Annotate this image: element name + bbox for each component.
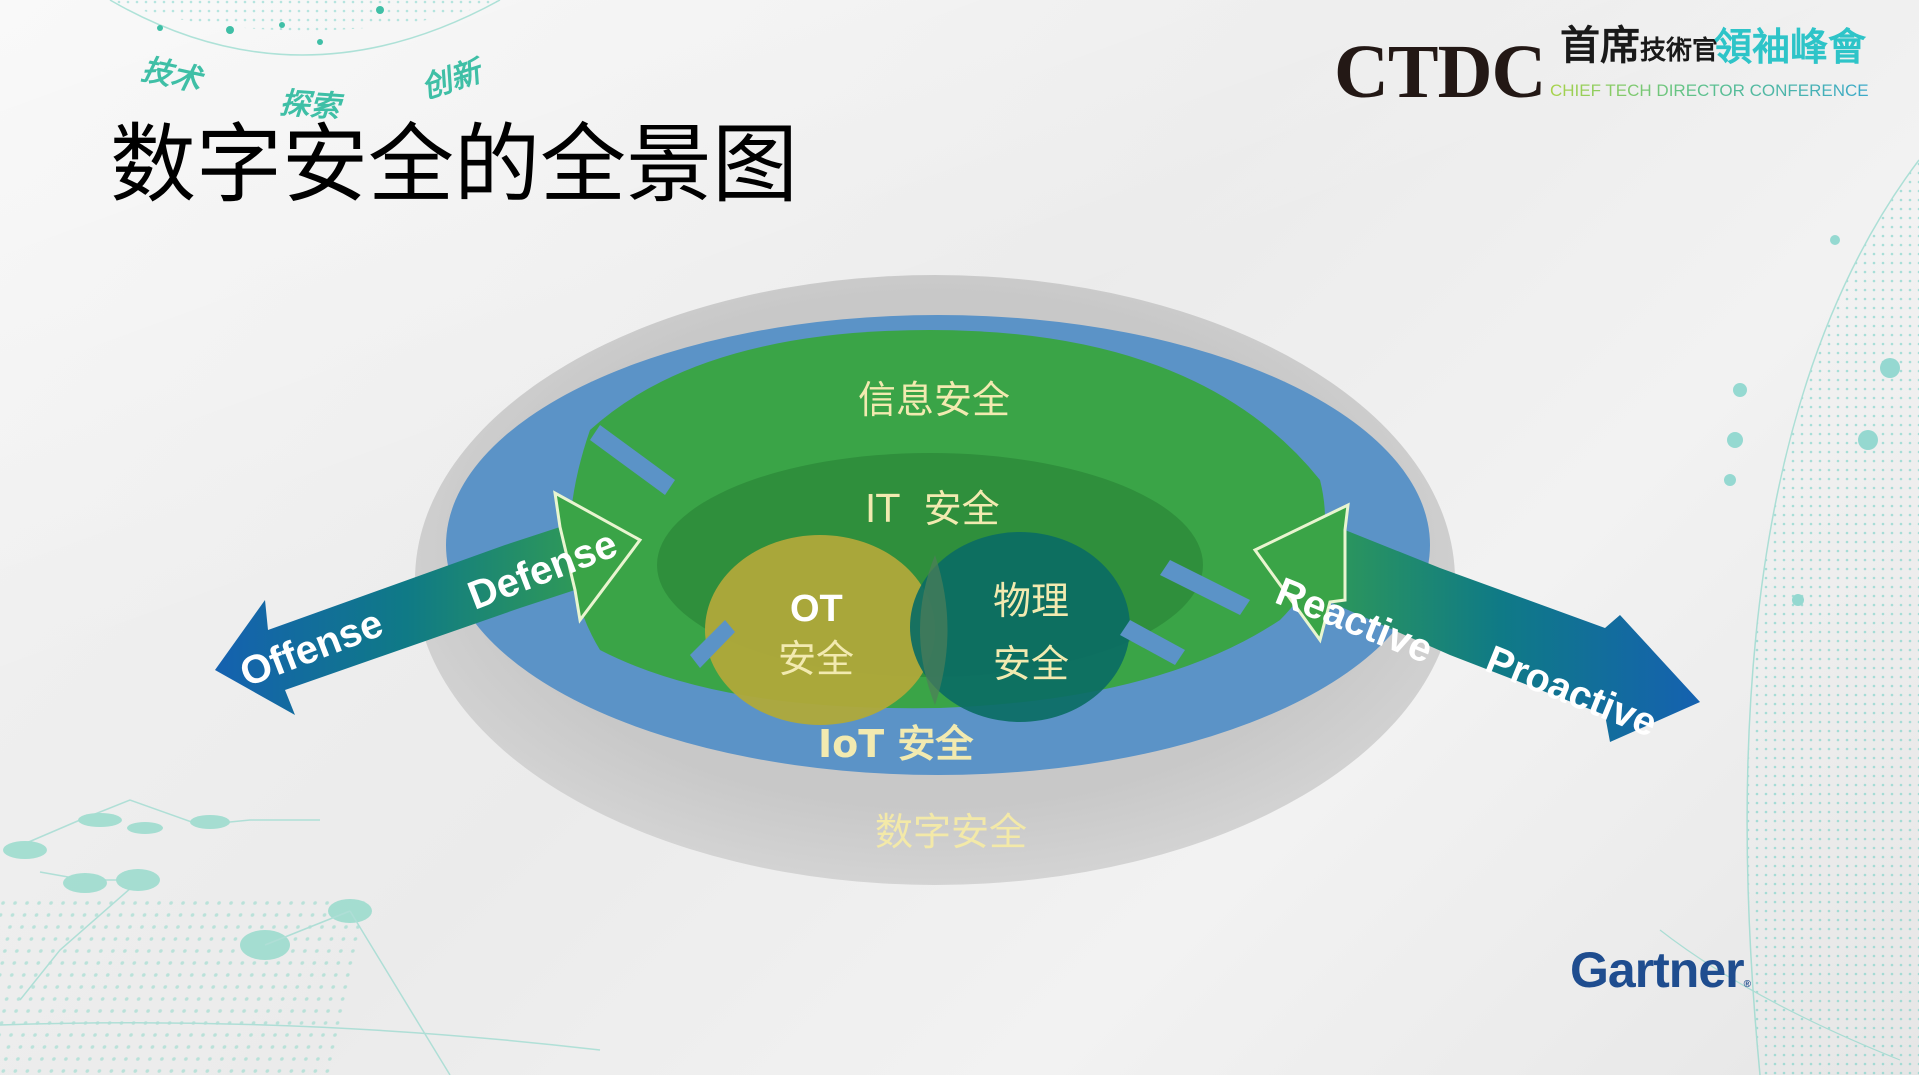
label-ot-line2: 安全 [778, 637, 855, 681]
logo-chinese-text-1: 首席技術官 [1560, 26, 1718, 66]
layer-physical-security [910, 532, 1130, 722]
logo-cn-big: 首席 [1560, 22, 1640, 69]
gartner-text: Gartner [1570, 942, 1745, 998]
gartner-logo: Gartner® [1570, 942, 1751, 998]
label-digital-security: 数字安全 [875, 810, 1028, 854]
page-title: 数字安全的全景图 [110, 115, 798, 215]
logo-cn-small: 技術官 [1640, 36, 1719, 66]
label-ot-line1: OT [790, 588, 843, 630]
registered-mark: ® [1743, 979, 1751, 990]
logo-english-text: CHIEF TECH DIRECTOR CONFERENCE [1550, 81, 1869, 100]
reactive-proactive-arrow [1252, 502, 1700, 742]
logo-chinese-text-2: 領袖峰會 [1714, 24, 1867, 69]
layer-ot-security [705, 535, 935, 725]
offense-defense-arrow [215, 490, 643, 715]
label-it-security: IT 安全 [865, 487, 1000, 531]
ctdc-logo: CTDC 首席技術官 領袖峰會 CHIEF TECH DIRECTOR CONF… [1334, 22, 1894, 112]
logo-ctdc-text: CTDC [1334, 30, 1546, 114]
label-information-security: 信息安全 [858, 378, 1011, 422]
label-iot-security: IoT 安全 [818, 722, 974, 766]
label-physical-line2: 安全 [993, 642, 1070, 686]
bottom-edge [0, 1075, 1919, 1079]
label-physical-line1: 物理 [993, 579, 1070, 623]
